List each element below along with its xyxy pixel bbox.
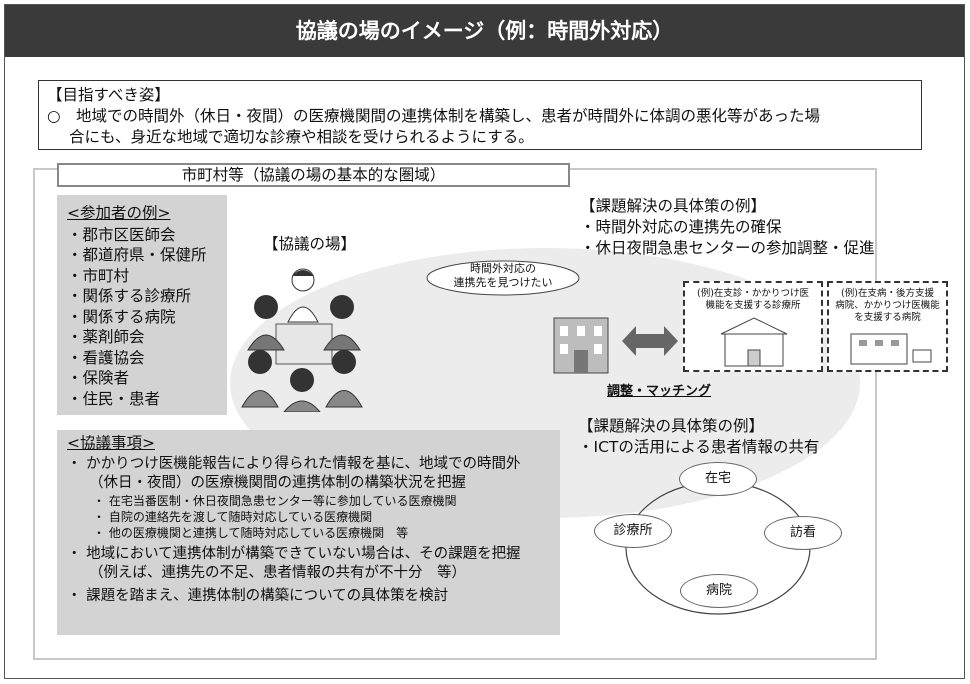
cloud-line2: 連携先を見つけたい: [453, 276, 553, 289]
participant-item: ・看護協会: [67, 348, 145, 367]
matters-item2: ・ 地域において連携体制が構築できていない場合は、その課題を把握: [67, 546, 521, 562]
matters-sub-item: ・ 他の医療機関と連携して随時対応している医療機関 等: [93, 526, 409, 540]
matters-item1: ・ かかりつけ医機能報告により得られた情報を基に、地域での時間外: [67, 456, 521, 472]
matters-sub-item: ・ 自院の連絡先を渡して随時対応している医療機関: [93, 510, 373, 524]
kyogi-label: 【協議の場】: [263, 235, 357, 253]
solutions-item: ・ICTの活用による患者情報の共有: [578, 438, 820, 456]
participant-item: ・住民・患者: [67, 389, 161, 408]
cloud-line1: 時間外対応の: [470, 262, 536, 275]
matters-heading: <協議事項>: [67, 434, 155, 452]
solutions-box-1: 【課題解決の具体策の例】 ・時間外対応の連携先の確保 ・休日夜間急患センターの参…: [580, 196, 875, 259]
participant-item: ・薬剤師会: [67, 328, 145, 346]
matters-item2b: （例えば、連携先の不足、患者情報の共有が不十分 等）: [89, 565, 466, 581]
node-visiting-nurse: 訪看: [764, 516, 842, 550]
region-label: 市町村等（協議の場の基本的な圏域）: [57, 163, 570, 187]
solutions-box-2: 【課題解決の具体策の例】 ・ICTの活用による患者情報の共有: [578, 416, 819, 458]
clinic-box-line2: 機能を支援する診療所: [705, 300, 801, 311]
solutions-item: ・時間外対応の連携先の確保: [580, 218, 782, 236]
clinic-box: (例)在支診・かかりつけ医 機能を支援する診療所: [683, 281, 823, 372]
double-arrow-icon: [622, 326, 678, 356]
page-title: 協議の場のイメージ（例：時間外対応）: [5, 5, 964, 57]
hospital-box-line3: を支援する病院: [854, 312, 921, 323]
solutions-heading: 【課題解決の具体策の例】: [580, 197, 767, 215]
node-home-care: 在宅: [679, 462, 757, 496]
goal-line2: 合にも、身近な地域で適切な診療や相談を受けられるようにする。: [69, 128, 534, 146]
meeting-people-illustration: [241, 268, 363, 412]
participant-item: ・都道府県・保健所: [67, 246, 207, 264]
hospital-building-icon: [850, 333, 932, 365]
clinic-box-line1: (例)在支診・かかりつけ医: [696, 288, 809, 299]
cloud-text: 時間外対応の 連携先を見つけたい: [424, 262, 582, 290]
matters-box: <協議事項> ・ かかりつけ医機能報告により得られた情報を基に、地域での時間外 …: [57, 430, 560, 635]
participant-item: ・保険者: [67, 369, 130, 387]
participants-heading: <参加者の例>: [67, 204, 171, 222]
coordination-label: 調整・マッチング: [607, 384, 712, 399]
node-clinic: 診療所: [594, 514, 672, 548]
municipal-building-icon: [553, 317, 609, 374]
participants-box: <参加者の例> ・郡市区医師会 ・都道府県・保健所 ・市町村 ・関係する診療所 …: [57, 195, 227, 415]
speech-cloud: [426, 260, 580, 296]
matters-item1b: （休日・夜間）の医療機関間の連携体制の構築状況を把握: [89, 475, 466, 491]
hospital-box: (例)在支病・後方支援 病院、かかりつけ医機能 を支援する病院: [827, 281, 948, 372]
matters-item3: ・ 課題を踏まえ、連携体制の構築についての具体策を検討: [67, 588, 449, 604]
matters-sub-item: ・ 在宅当番医制・休日夜間急患センター等に参加している医療機関: [93, 494, 457, 508]
hospital-box-line2: 病院、かかりつけ医機能: [835, 300, 940, 311]
solutions-item: ・休日夜間急患センターの参加調整・促進: [580, 239, 875, 257]
goal-heading: 【目指すべき姿】: [47, 86, 170, 104]
participant-item: ・関係する病院: [67, 307, 176, 326]
outer-frame: [4, 4, 965, 679]
hospital-box-line1: (例)在支病・後方支援: [841, 288, 934, 299]
goal-box: 【目指すべき姿】 ○ 地域での時間外（休日・夜間）の医療機関間の連携体制を構築し…: [38, 80, 922, 150]
goal-line1: ○ 地域での時間外（休日・夜間）の医療機関間の連携体制を構築し、患者が時間外に体…: [47, 107, 821, 125]
participant-item: ・関係する診療所: [67, 287, 192, 305]
participant-item: ・郡市区医師会: [67, 225, 176, 244]
ict-circle-diagram: 在宅 診療所 訪看 病院: [590, 460, 842, 625]
solutions-heading: 【課題解決の具体策の例】: [578, 417, 765, 435]
clinic-building-icon: [720, 317, 788, 367]
node-hospital: 病院: [680, 574, 758, 608]
participant-item: ・市町村: [67, 266, 130, 285]
